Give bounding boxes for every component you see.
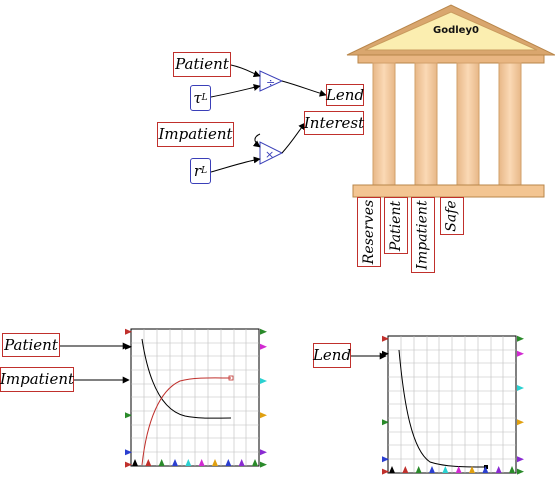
plot-input-patient[interactable]: Patient [2,333,60,357]
plot-port[interactable] [402,466,409,473]
plot-grid [388,336,516,473]
plot-input-impatient[interactable]: Impatient [0,367,74,392]
plot-port[interactable] [517,456,524,463]
godley-column-reserves[interactable]: Reserves [357,197,381,267]
parameter-tau-subscript: L [201,93,208,103]
plot-port[interactable] [212,459,218,466]
bank-column [456,62,480,186]
plot-port[interactable] [482,466,489,473]
variable-impatient[interactable]: Impatient [157,122,234,147]
plot-port[interactable] [469,466,475,473]
wire-patient-divide [230,64,261,78]
plot-port[interactable] [382,456,389,463]
godley-column-patient[interactable]: Patient [384,197,408,254]
variable-patient[interactable]: Patient [173,52,231,77]
plot-port[interactable] [260,449,267,456]
wire-tau-divide [210,84,261,98]
series-end-marker [484,465,488,469]
plot-port[interactable] [415,466,422,473]
plot-port[interactable] [125,412,132,419]
plot-port[interactable] [509,466,515,473]
parameter-r-symbol: r [193,162,202,180]
plot-port[interactable] [132,459,138,466]
plot-port[interactable] [517,419,524,426]
plot-port[interactable] [260,343,267,350]
plot-port[interactable] [260,378,267,385]
series-end-marker [228,375,234,381]
wire-multiply-interest [281,122,306,154]
plot-port[interactable] [260,328,267,335]
plot-port[interactable] [389,466,395,473]
plot-port[interactable] [125,449,132,456]
plot-port[interactable] [517,468,524,475]
plot-port[interactable] [429,466,435,473]
godley-column-impatient[interactable]: Impatient [411,197,435,273]
bank-entablature [357,54,545,64]
plot-grid [131,329,259,466]
godley-title: Godley0 [433,25,479,36]
plot-ports[interactable] [125,328,524,475]
bank-column [414,62,438,186]
plot-port[interactable] [125,343,132,350]
plot-port[interactable] [517,335,524,342]
bank-pediment [364,11,538,51]
plot-input-lend[interactable]: Lend [313,343,351,368]
wire-impatient-multiply [252,133,261,148]
series-impatient [141,377,232,466]
bank-base [352,184,545,198]
wire-r-multiply [210,156,261,173]
wires [60,64,387,384]
plot-port[interactable] [225,459,232,466]
plot-port[interactable] [455,466,462,473]
series-lend [398,349,487,468]
plot-port[interactable] [198,459,205,466]
plot-port[interactable] [260,412,267,419]
plot-port[interactable] [125,461,132,468]
godley-column-safe[interactable]: Safe [440,197,464,235]
plot-port[interactable] [238,459,245,466]
plot-port[interactable] [252,459,258,466]
bank-column [372,62,396,186]
plot-port[interactable] [125,328,132,335]
plot-port[interactable] [145,459,152,466]
series-patient [141,338,232,419]
plot-port[interactable] [260,461,267,468]
plot-port[interactable] [382,350,389,357]
wire-divide-lend [281,80,327,97]
plot-port[interactable] [382,468,389,475]
plot-port[interactable] [382,419,389,426]
parameter-tau-symbol: τ [193,89,202,107]
variable-lend[interactable]: Lend [326,84,364,106]
variable-interest[interactable]: Interest [304,111,364,135]
plot-port[interactable] [517,385,524,392]
plot-widget-2[interactable] [387,335,517,474]
parameter-r-subscript: L [201,166,208,176]
plot-port[interactable] [185,459,192,466]
plot-port[interactable] [517,350,524,357]
plot-widget-1[interactable] [130,328,260,467]
bank-column [498,62,522,186]
multiply-symbol: × [265,148,274,161]
plot-port[interactable] [442,466,449,473]
divide-symbol: ÷ [266,76,275,89]
plot-port[interactable] [495,466,502,473]
plot-port[interactable] [172,459,178,466]
godley-table-icon[interactable] [346,4,555,198]
divide-operator[interactable]: ÷ [259,70,284,92]
multiply-operator[interactable]: × [259,141,284,165]
plot-port[interactable] [382,335,389,342]
plot-port[interactable] [158,459,165,466]
